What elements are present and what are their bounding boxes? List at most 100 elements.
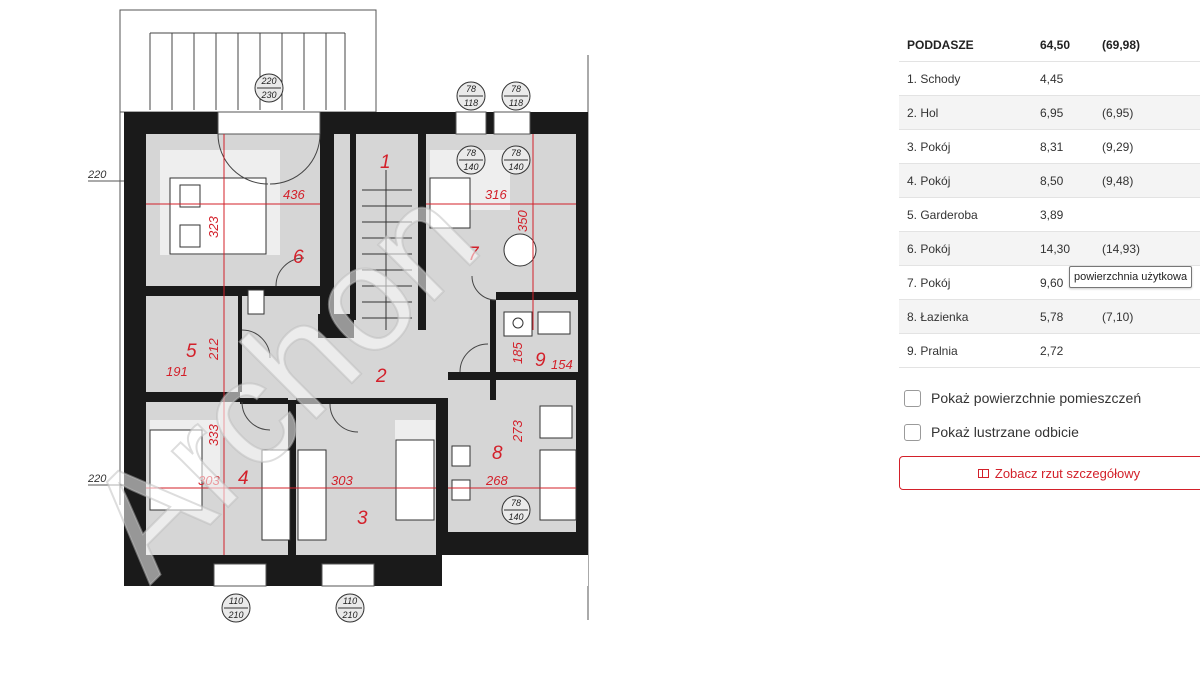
room-area: 3,89 [1040, 207, 1064, 222]
table-header: PODDASZE 64,50 (69,98) [899, 28, 1200, 62]
dimension-lines [146, 134, 576, 555]
room-area: 8,31 [1040, 139, 1064, 154]
table-row: 9. Pralnia 2,72 [899, 334, 1200, 368]
room-number: 3 [357, 508, 368, 529]
area-tooltip: powierzchnia użytkowa [1069, 266, 1193, 288]
window-size-bottom: 140 [508, 162, 523, 172]
room-area-gross: (6,95) [1102, 105, 1134, 120]
room-name: 3. Pokój [907, 139, 951, 154]
room-number: 5 [186, 341, 197, 362]
window-size-bottom: 210 [341, 610, 357, 620]
dimension-label: 303 [331, 473, 353, 488]
dimension-label: 436 [283, 187, 305, 202]
mirror-option[interactable]: Pokaż lustrzane odbicie [899, 420, 1200, 444]
show-areas-label[interactable]: Pokaż powierzchnie pomieszczeń [931, 390, 1142, 406]
level-mark: 220 [87, 473, 107, 485]
room-number: 2 [375, 366, 387, 387]
room-name: 9. Pralnia [907, 343, 958, 358]
room-number: 9 [535, 350, 546, 371]
door-swings [217, 133, 497, 433]
detail-plan-label: Zobacz rzut szczegółowy [994, 465, 1141, 481]
room-number: 4 [238, 468, 249, 489]
window-marker: 78 118 [501, 81, 531, 111]
window-size-bottom: 118 [464, 98, 478, 108]
room-area-gross: (7,10) [1102, 309, 1134, 324]
window-marker: 78 118 [456, 81, 486, 111]
window-size-top: 110 [343, 596, 357, 606]
dimension-label: 185 [510, 342, 525, 364]
floor-plan-drawing: 220 220 1 2 3 4 5 6 7 8 9 436 323 316 35… [53, 9, 589, 623]
dimension-label: 333 [206, 424, 221, 446]
room-name: 5. Garderoba [907, 207, 978, 222]
window-size-bottom: 118 [509, 98, 523, 108]
room-number: 6 [293, 247, 304, 268]
area-panel: PODDASZE 64,50 (69,98) 1. Schody 4,45 2.… [899, 28, 1200, 490]
room-name: 4. Pokój [907, 173, 951, 188]
table-row: 7. Pokój 9,60 [899, 266, 1200, 300]
room-area: 5,78 [1040, 309, 1064, 324]
total-area: 64,50 [1040, 37, 1071, 52]
table-row: 4. Pokój 8,50 (9,48) [899, 164, 1200, 198]
window-marker: 110 210 [221, 593, 251, 623]
plan-icon [977, 468, 989, 478]
mirror-checkbox[interactable] [904, 423, 921, 441]
floor-plan: 220 220 1 2 3 4 5 6 7 8 9 436 323 316 35… [53, 9, 589, 623]
table-row: 6. Pokój 14,30 (14,93) [899, 232, 1200, 266]
window-openings [213, 111, 531, 587]
dimension-label: 268 [485, 473, 508, 488]
show-areas-option[interactable]: Pokaż powierzchnie pomieszczeń [899, 386, 1200, 410]
interior-walls [146, 112, 578, 586]
window-size-top: 78 [511, 84, 521, 94]
corner-cutout [440, 555, 588, 586]
room-name: 8. Łazienka [907, 309, 969, 324]
level-mark: 220 [87, 169, 107, 181]
dimension-label: 154 [551, 357, 573, 372]
table-row: 3. Pokój 8,31 (9,29) [899, 130, 1200, 164]
room-area-gross: (9,29) [1102, 139, 1134, 154]
window-size-bottom: 230 [260, 90, 276, 100]
window-size-top: 110 [229, 596, 243, 606]
room-number: 1 [380, 152, 391, 173]
window-size-bottom: 140 [508, 512, 523, 522]
window-size-top: 78 [511, 498, 521, 508]
staircase [362, 170, 412, 330]
room-area: 8,50 [1040, 173, 1064, 188]
table-row: 5. Garderoba 3,89 [899, 198, 1200, 232]
detail-plan-button[interactable]: Zobacz rzut szczegółowy [899, 456, 1200, 490]
room-name: 7. Pokój [907, 275, 951, 290]
room-area: 14,30 [1040, 241, 1071, 256]
mirror-label[interactable]: Pokaż lustrzane odbicie [931, 424, 1079, 440]
balcony-railing [149, 32, 346, 110]
room-name: 6. Pokój [907, 241, 951, 256]
window-marker: 78 140 [501, 145, 531, 175]
furniture [149, 177, 577, 541]
dimension-label: 273 [510, 420, 525, 443]
dimension-label: 323 [206, 216, 221, 238]
level-name: PODDASZE [907, 37, 974, 52]
table-row: 2. Hol 6,95 (6,95) [899, 96, 1200, 130]
room-name: 2. Hol [907, 105, 939, 120]
room-number: 7 [468, 244, 480, 265]
room-number: 8 [492, 443, 503, 464]
show-areas-checkbox[interactable] [904, 389, 921, 407]
window-marker: 78 140 [456, 145, 486, 175]
window-size-top: 78 [466, 148, 476, 158]
window-size-bottom: 140 [463, 162, 478, 172]
window-marker: 78 140 [501, 495, 531, 525]
total-area-gross: (69,98) [1102, 37, 1141, 52]
tooltip-text: powierzchnia użytkowa [1074, 271, 1188, 283]
room-area-gross: (14,93) [1102, 241, 1141, 256]
dimension-label: 316 [485, 187, 507, 202]
dimension-label: 350 [515, 210, 530, 232]
room-area: 2,72 [1040, 343, 1064, 358]
balcony [119, 9, 377, 113]
dimension-label: 303 [198, 473, 220, 488]
window-size-top: 220 [260, 76, 276, 86]
table-row: 1. Schody 4,45 [899, 62, 1200, 96]
room-area: 4,45 [1040, 71, 1064, 86]
window-size-bottom: 210 [227, 610, 243, 620]
dimension-label: 212 [206, 338, 221, 361]
table-row: 8. Łazienka 5,78 (7,10) [899, 300, 1200, 334]
room-area: 9,60 [1040, 275, 1064, 290]
room-area: 6,95 [1040, 105, 1064, 120]
